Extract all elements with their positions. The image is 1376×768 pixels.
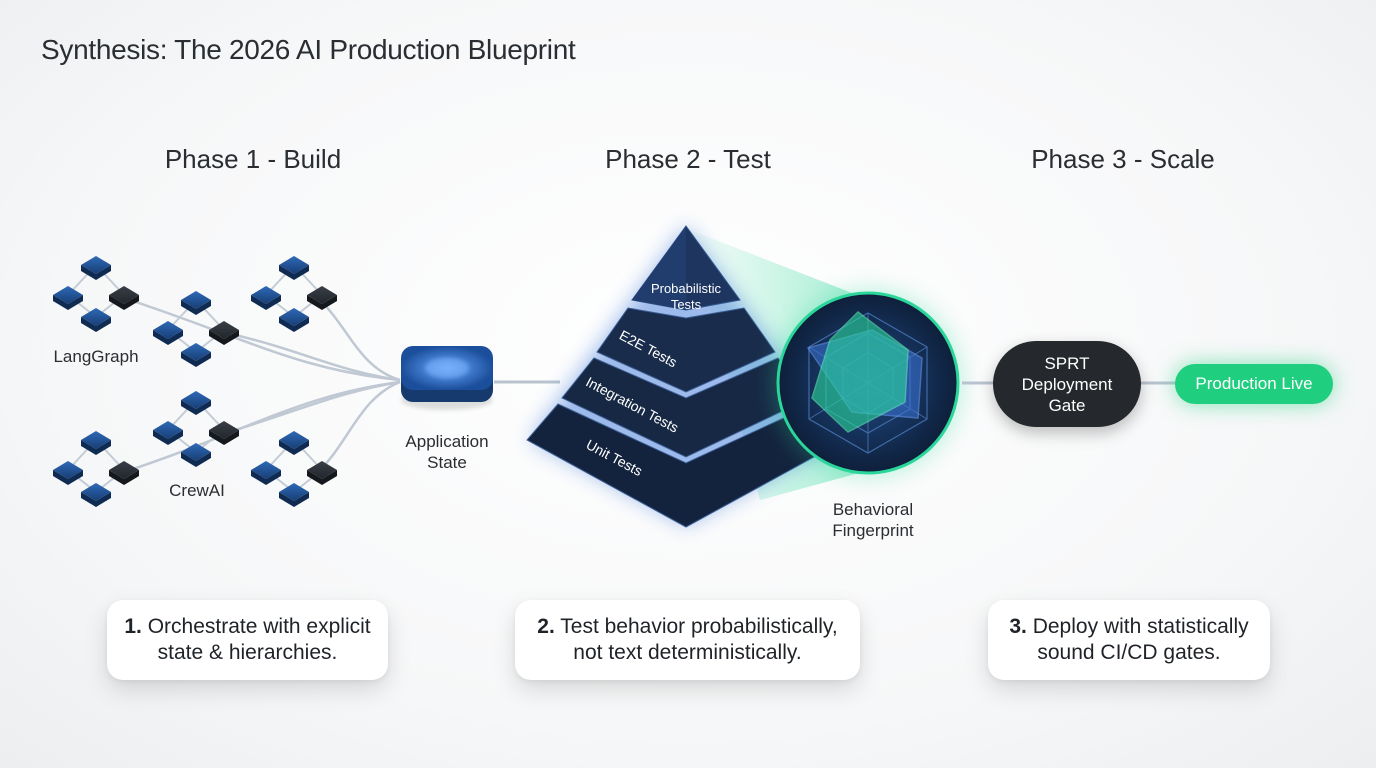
- crewai-label: CrewAI: [169, 481, 225, 500]
- agent-node: [279, 308, 309, 332]
- agent-node: [109, 461, 139, 485]
- phase-1-heading: Phase 1 - Build: [164, 144, 342, 174]
- agent-node: [279, 431, 309, 455]
- behavioral-fingerprint-radar: [772, 287, 964, 479]
- agent-node: [53, 461, 83, 485]
- agent-node: [279, 483, 309, 507]
- application-state-chip: [401, 346, 493, 410]
- agent-node: [251, 461, 281, 485]
- agent-node: [153, 321, 183, 345]
- test-pyramid: [526, 225, 846, 528]
- agent-node: [181, 343, 211, 367]
- production-live-badge: Production Live: [1175, 364, 1333, 404]
- cluster-connectors: [129, 298, 401, 472]
- agent-node-clusters: [53, 256, 337, 507]
- agent-node: [181, 443, 211, 467]
- agent-node: [81, 256, 111, 280]
- agent-node: [53, 286, 83, 310]
- agent-node: [307, 461, 337, 485]
- agent-node: [153, 421, 183, 445]
- page-title: Synthesis: The 2026 AI Production Bluepr…: [41, 34, 576, 65]
- sprt-deployment-gate: SPRT Deployment Gate: [993, 341, 1141, 427]
- agent-node: [81, 431, 111, 455]
- agent-node: [307, 286, 337, 310]
- agent-node: [181, 391, 211, 415]
- langgraph-label: LangGraph: [53, 347, 139, 366]
- agent-node: [181, 291, 211, 315]
- summary-card-test: 2. Test behavior probabilistically,not t…: [515, 600, 860, 680]
- agent-node: [279, 256, 309, 280]
- phase-3-heading: Phase 3 - Scale: [1031, 144, 1215, 174]
- agent-node: [109, 286, 139, 310]
- agent-node: [209, 421, 239, 445]
- phase-2-heading: Phase 2 - Test: [605, 144, 771, 174]
- agent-node: [251, 286, 281, 310]
- agent-node: [209, 321, 239, 345]
- agent-node: [81, 308, 111, 332]
- agent-node: [81, 483, 111, 507]
- pyramid-label-probabilistic: Probabilistic: [651, 281, 722, 296]
- pyramid-label-tests: Tests: [671, 297, 702, 312]
